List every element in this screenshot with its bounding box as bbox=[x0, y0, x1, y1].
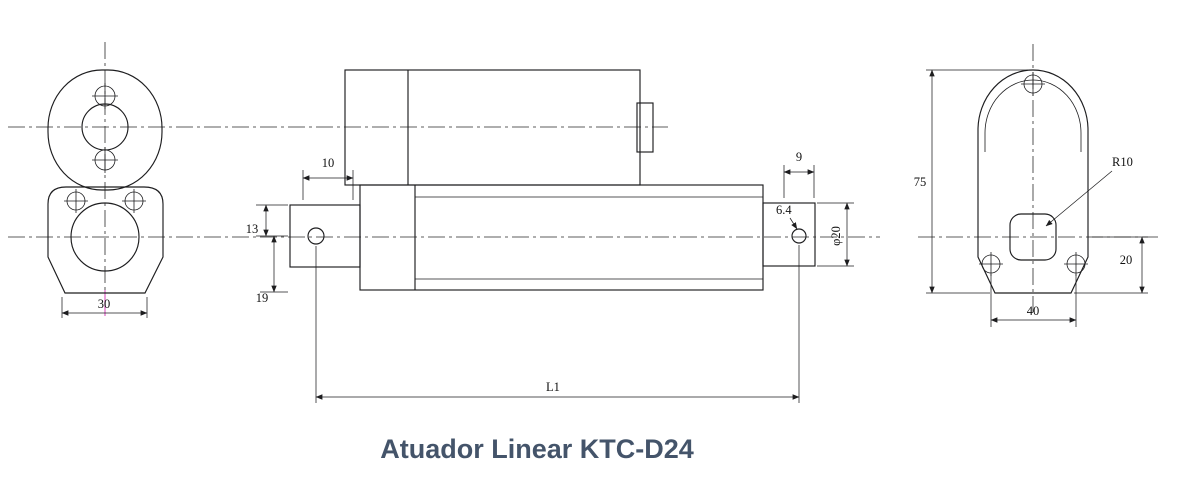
tube-outline bbox=[359, 184, 764, 291]
dim-R10-leader bbox=[1045, 170, 1113, 227]
rear-view bbox=[977, 69, 1089, 294]
dim-6-4: 6.4 bbox=[776, 203, 798, 230]
dim-19: 19 bbox=[256, 235, 288, 305]
dim-13: 13 bbox=[246, 204, 288, 237]
dim-20: 20 bbox=[1074, 236, 1148, 294]
rear-mount-block bbox=[289, 204, 361, 268]
left-end-view bbox=[47, 69, 164, 294]
dim-40: 40 bbox=[990, 274, 1077, 327]
dim-30-label: 30 bbox=[98, 297, 111, 311]
connector-tab bbox=[636, 102, 654, 153]
dim-20-label: 20 bbox=[1120, 253, 1133, 267]
rear-housing-outline bbox=[977, 69, 1089, 294]
dim-9: 9 bbox=[783, 150, 815, 198]
dim-L1-label: L1 bbox=[546, 380, 560, 394]
drive-boss-outline bbox=[1009, 213, 1057, 261]
drawing-title: Atuador Linear KTC-D24 bbox=[380, 434, 694, 464]
rod-clevis-block bbox=[762, 202, 816, 267]
dim-10: 10 bbox=[302, 156, 354, 200]
dim-10-label: 10 bbox=[322, 156, 335, 170]
motor-end-outline bbox=[47, 69, 163, 191]
dim-75-label: 75 bbox=[914, 175, 927, 189]
dim-40-label: 40 bbox=[1027, 304, 1040, 318]
dim-30: 30 bbox=[61, 297, 148, 318]
clevis-housing-outline bbox=[47, 186, 164, 294]
dim-L1: L1 bbox=[315, 245, 800, 403]
dim-13-label: 13 bbox=[246, 222, 259, 236]
dim-6-4-leader bbox=[789, 217, 798, 230]
dim-phi20: φ20 bbox=[817, 202, 854, 267]
dim-R10: R10 bbox=[1045, 155, 1133, 227]
clevis-bore-circle bbox=[70, 202, 140, 272]
side-view bbox=[289, 69, 816, 291]
dim-6-4-label: 6.4 bbox=[776, 203, 792, 217]
dim-75: 75 bbox=[914, 69, 1028, 294]
dim-19-label: 19 bbox=[256, 291, 269, 305]
rod-clevis-hole bbox=[791, 228, 807, 244]
centerlines bbox=[8, 42, 1158, 316]
dim-9-label: 9 bbox=[796, 150, 802, 164]
dim-R10-label: R10 bbox=[1112, 155, 1133, 169]
dim-phi20-label: φ20 bbox=[829, 226, 843, 246]
motor-body-outline bbox=[344, 69, 641, 186]
rear-mount-hole bbox=[307, 227, 325, 245]
